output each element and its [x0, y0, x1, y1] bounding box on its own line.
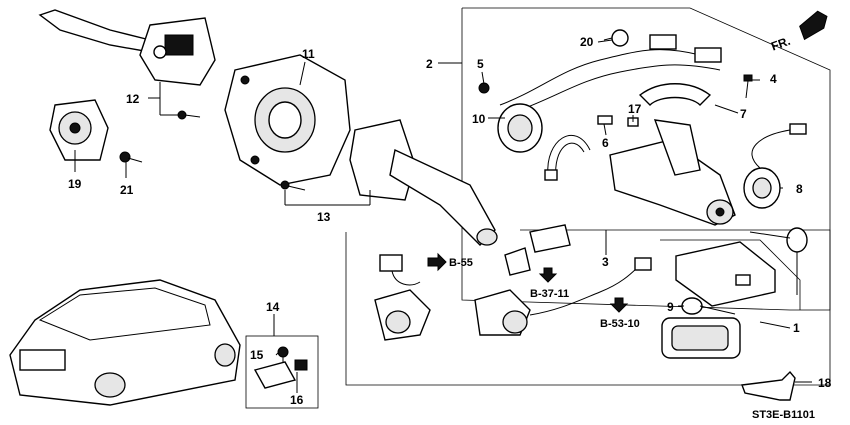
bracket-18-part — [741, 370, 796, 401]
steering-lock-part — [609, 119, 736, 226]
assembly-3-outline — [345, 229, 831, 386]
callout-19: 19 — [68, 177, 82, 191]
front-direction-label: FR. — [769, 34, 792, 54]
callout-13: 13 — [317, 210, 331, 224]
callout-20: 20 — [580, 35, 594, 49]
screw-12-part — [177, 110, 201, 120]
clip-20-part — [603, 29, 629, 47]
callout-15: 15 — [250, 348, 264, 362]
screw-21-part — [119, 151, 143, 163]
column-housing-part — [224, 54, 351, 186]
ref-b5310: B-53-10 — [600, 318, 640, 330]
assembly-14-box — [245, 335, 319, 409]
ref-b3711: B-37-11 — [530, 288, 569, 300]
callout-7: 7 — [740, 107, 747, 121]
wiper-switch-part — [38, 9, 216, 86]
callout-8: 8 — [796, 182, 803, 196]
callout-18: 18 — [818, 376, 832, 390]
trunk-cylinder-part — [474, 257, 652, 336]
screw-13-part — [280, 180, 306, 191]
callout-2: 2 — [426, 57, 433, 71]
light-switch-part — [349, 119, 498, 246]
assembly-1-outline — [660, 239, 801, 310]
callout-5: 5 — [477, 57, 484, 71]
door-cylinder-part — [374, 254, 431, 341]
callout-1: 1 — [793, 321, 800, 335]
callout-6: 6 — [602, 136, 609, 150]
callout-10: 10 — [472, 112, 486, 126]
grommet-part — [504, 224, 571, 276]
arrow-b3711-part — [538, 267, 558, 283]
pin-6-part — [597, 115, 613, 125]
bolt-4-part — [743, 74, 753, 99]
ref-b55: B-55 — [449, 257, 473, 269]
cable-reel-part — [49, 99, 109, 161]
callout-21: 21 — [120, 183, 134, 197]
leader-lines — [74, 39, 812, 393]
switch-16-part — [253, 359, 308, 389]
keyless-remote-part — [661, 317, 741, 359]
callout-17: 17 — [628, 102, 642, 116]
wire-harness-part — [499, 34, 722, 111]
switch-10-part — [497, 103, 543, 153]
diagram-code: ST3E-B1101 — [752, 409, 815, 421]
callout-16: 16 — [290, 393, 304, 407]
callout-11: 11 — [302, 47, 315, 61]
callout-3: 3 — [602, 255, 609, 269]
bolt-5-part — [478, 82, 490, 94]
callout-4: 4 — [770, 72, 777, 86]
control-unit-part — [675, 241, 776, 307]
car-silhouette — [9, 279, 241, 406]
key-part — [749, 227, 808, 295]
front-direction-arrow: FR. — [769, 10, 828, 54]
callout-9: 9 — [667, 300, 674, 314]
ring-8-part — [743, 123, 807, 209]
arrow-b5310-part — [609, 297, 629, 313]
arrow-b55-part — [427, 252, 447, 272]
callout-12: 12 — [126, 92, 140, 106]
callout-14: 14 — [266, 300, 280, 314]
band-part — [544, 134, 591, 181]
